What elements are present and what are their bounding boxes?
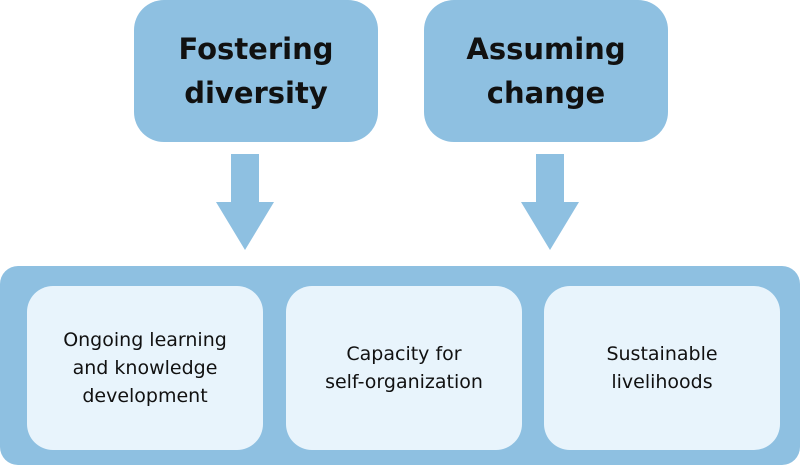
- assuming-change-line-1: Assuming: [466, 32, 626, 66]
- fostering-diversity-line-1: Fostering: [178, 32, 334, 66]
- sustainable-livelihoods-line-2: livelihoods: [611, 371, 713, 393]
- sustainable-livelihoods-line-1: Sustainable: [606, 343, 718, 365]
- self-organization-line-2: self-organization: [325, 371, 483, 393]
- ongoing-learning-line-1: Ongoing learning: [63, 329, 227, 351]
- ongoing-learning-line-3: development: [82, 385, 208, 407]
- ongoing-learning-box: Ongoing learning and knowledge developme…: [27, 286, 263, 450]
- assuming-change-line-2: change: [486, 76, 606, 110]
- self-organization-box: Capacity for self-organization: [286, 286, 522, 450]
- fostering-diversity-box: Fostering diversity: [134, 0, 378, 142]
- fostering-diversity-line-2: diversity: [184, 76, 328, 110]
- sustainable-livelihoods-box: Sustainable livelihoods: [544, 286, 780, 450]
- self-organization-line-1: Capacity for: [346, 343, 462, 365]
- assuming-change-box: Assuming change: [424, 0, 668, 142]
- down-arrow-right-icon: [521, 154, 579, 250]
- ongoing-learning-line-2: and knowledge: [72, 357, 218, 379]
- down-arrow-left-icon: [216, 154, 274, 250]
